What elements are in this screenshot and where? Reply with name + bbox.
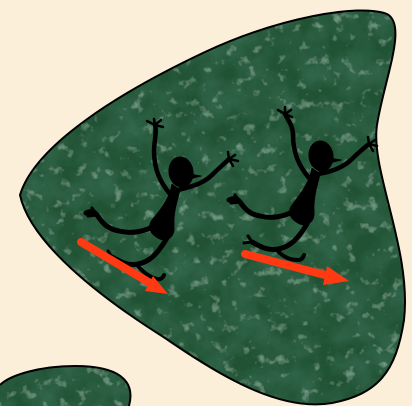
scene-canvas [0, 0, 412, 406]
